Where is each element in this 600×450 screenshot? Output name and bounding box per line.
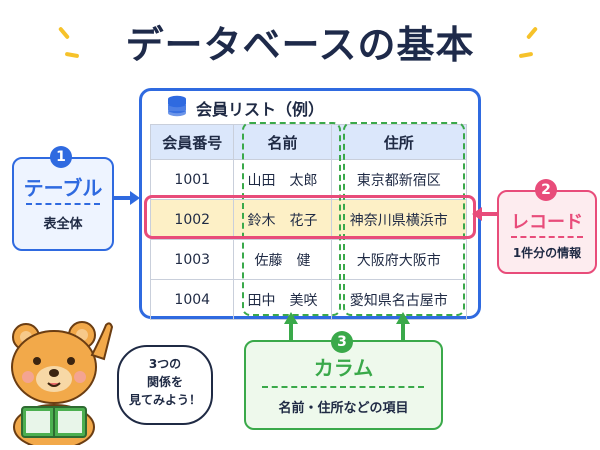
table-row: 1002 鈴木 花子 神奈川県横浜市 <box>149 199 468 240</box>
table-cell: 佐藤 健 <box>233 239 332 280</box>
table-cell: 大阪府大阪市 <box>330 239 468 280</box>
database-icon <box>168 95 186 117</box>
bear-mascot-icon <box>11 321 114 445</box>
page-title: データベースの基本 <box>125 23 475 67</box>
table-description: 表全体 <box>43 217 83 232</box>
speech-bubble-text: 3つの 関係を 見てみよう！ <box>128 357 201 407</box>
record-highlight <box>144 195 476 239</box>
speech-bubble <box>117 345 213 425</box>
step-badge-3: 3 <box>331 331 353 353</box>
divider <box>511 236 583 238</box>
table-cell: 山田 太郎 <box>233 159 332 200</box>
column-header: 会員番号 <box>149 124 235 160</box>
table-cell: 鈴木 花子 <box>233 199 332 240</box>
table-cell: 1002 <box>149 199 235 240</box>
arrow-up-icon <box>284 312 298 342</box>
record-label: レコード <box>511 212 583 233</box>
step-badge-2: 2 <box>535 179 557 201</box>
divider <box>262 386 424 388</box>
table-row: 1003 佐藤 健 大阪府大阪市 <box>149 239 468 280</box>
divider <box>26 203 100 205</box>
column-header: 名前 <box>233 124 332 160</box>
member-table: 会員番号 名前 住所 1001 山田 太郎 東京都新宿区 1002 鈴木 花子 … <box>149 124 468 320</box>
table-cell: 神奈川県横浜市 <box>330 199 468 240</box>
record-description: 1件分の情報 <box>512 246 582 260</box>
arrow-up-icon <box>396 312 410 342</box>
column-description: 名前・住所などの項目 <box>278 401 409 416</box>
database-name: 会員リスト（例） <box>196 100 325 119</box>
record-callout <box>497 190 597 274</box>
table-cell: 1003 <box>149 239 235 280</box>
column-label: カラム <box>313 356 374 380</box>
column-header: 住所 <box>330 124 468 160</box>
arrow-left-icon <box>472 207 498 221</box>
column-callout <box>244 340 443 430</box>
table-cell: 1001 <box>149 159 235 200</box>
table-label: テーブル <box>23 176 103 200</box>
table-cell: 愛知県名古屋市 <box>330 279 468 320</box>
step-badge-1: 1 <box>50 146 72 168</box>
arrow-right-icon <box>112 191 140 205</box>
table-row: 1001 山田 太郎 東京都新宿区 <box>149 159 468 200</box>
table-cell: 1004 <box>149 279 235 320</box>
